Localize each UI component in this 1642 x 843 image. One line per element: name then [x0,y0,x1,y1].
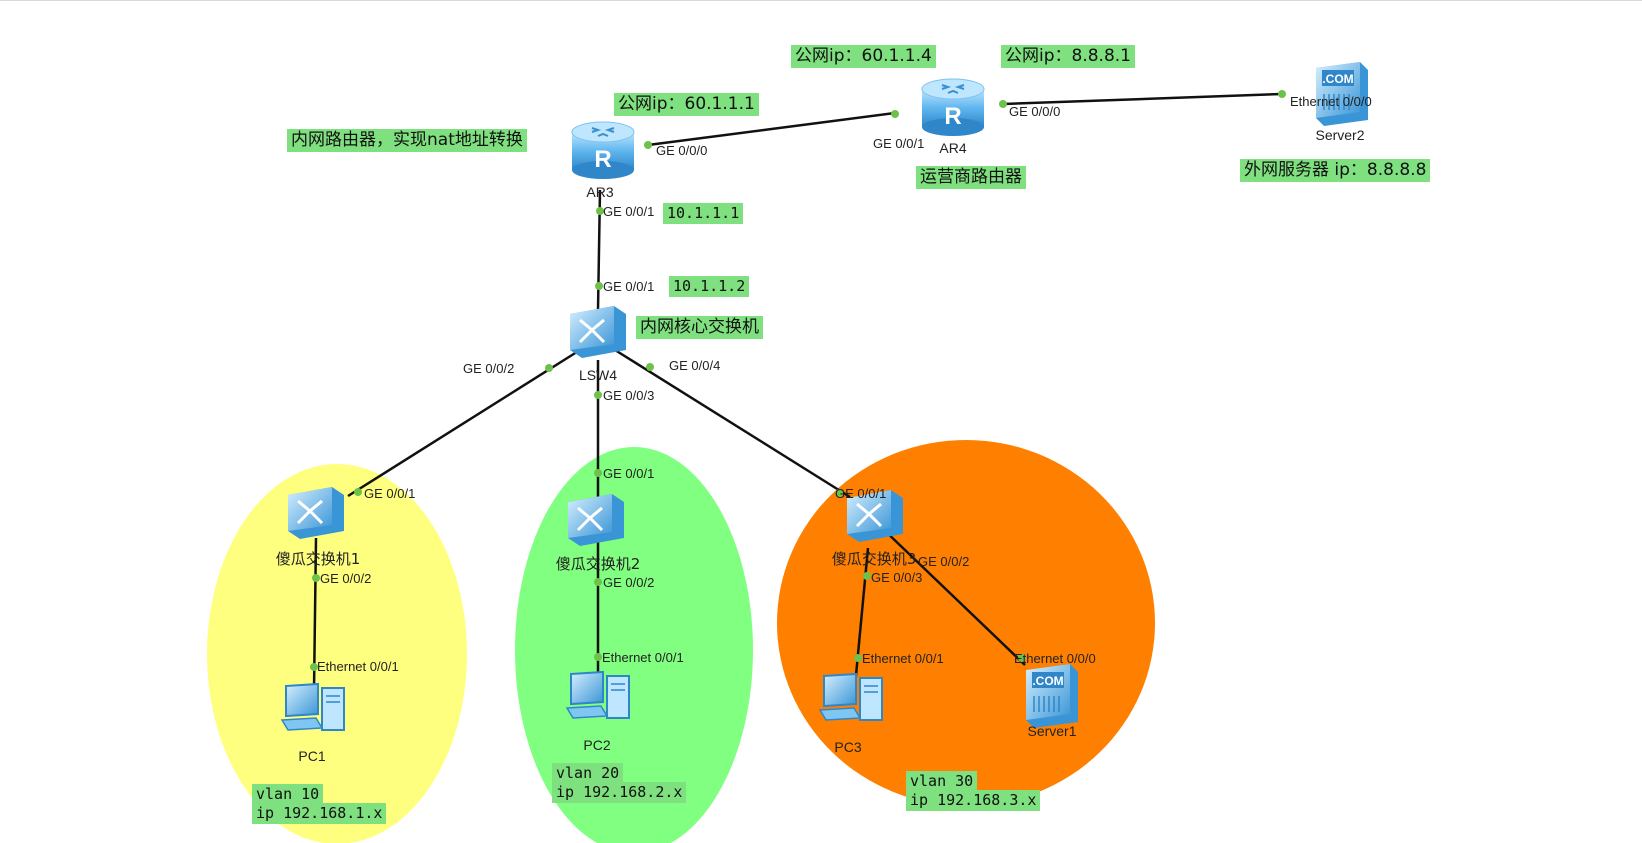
ar3-ge001-ip-note: 10.1.1.1 [663,203,744,224]
server-icon[interactable]: .COM [1316,62,1368,126]
pc-icon[interactable] [280,682,345,731]
port-dot [835,489,843,497]
ar3-public-ip-note: 公网ip：60.1.1.1 [614,93,759,116]
device-label-ar3: AR3 [586,184,614,200]
lsw4-description-note: 内网核心交换机 [636,316,763,339]
server2-description-note: 外网服务器 ip：8.8.8.8 [1240,159,1431,182]
switch-icon[interactable] [570,306,626,358]
ar4-public-ip-note-a: 公网ip：60.1.1.4 [791,45,936,68]
port-label-pc2-eth: Ethernet 0/0/1 [602,650,684,665]
port-label-lsw4-ge004: GE 0/0/4 [669,358,721,373]
link-ar3-ar4 [647,111,896,147]
port-label-lsw4-ge002: GE 0/0/2 [463,361,515,376]
switch-icon[interactable] [568,494,624,546]
port-dot [594,469,602,477]
link-lsw4-sw1 [347,348,581,498]
port-dot [1018,654,1026,662]
device-label-server1: Server1 [1027,723,1077,739]
pc-icon[interactable] [818,672,883,721]
port-dot [595,282,603,290]
link-lsw4-sw3 [614,348,851,499]
port-dot [863,572,871,580]
port-label-server1-eth: Ethernet 0/0/0 [1014,651,1096,666]
ar4-public-ip-note-b: 公网ip：8.8.8.1 [1001,45,1135,68]
port-dot [854,654,862,662]
port-label-ar4-ge000: GE 0/0/0 [1009,104,1061,119]
port-dot [1278,90,1286,98]
port-dot [312,574,320,582]
port-dot [999,100,1007,108]
vlan20-zone [515,447,753,843]
port-dot [594,391,602,399]
port-label-ar3-ge000: GE 0/0/0 [656,143,708,158]
vlan30-ip-note: ip 192.168.3.x [906,790,1041,811]
device-label-pc2: PC2 [583,737,611,753]
port-dot [594,653,602,661]
port-dot [594,578,602,586]
router-icon[interactable]: R [571,121,635,179]
svg-text:.COM: .COM [1032,674,1063,688]
port-label-ar3-ge001: GE 0/0/1 [603,204,655,219]
ar4-description-note: 运营商路由器 [916,166,1026,189]
switch-icon[interactable] [288,487,344,539]
device-label-lsw4: LSW4 [578,367,618,383]
port-label-sw3-ge002: GE 0/0/2 [918,554,970,569]
port-label-server2-eth: Ethernet 0/0/0 [1290,94,1372,109]
port-label-lsw4-ge003: GE 0/0/3 [603,388,655,403]
device-label-sw1: 傻瓜交换机1 [275,550,361,568]
svg-text:R: R [944,103,961,130]
port-dot [891,110,899,118]
port-dot [545,364,553,372]
port-label-pc3-eth: Ethernet 0/0/1 [862,651,944,666]
port-label-sw2-ge001: GE 0/0/1 [603,466,655,481]
port-dot [644,141,652,149]
port-label-sw3-ge003: GE 0/0/3 [871,570,923,585]
port-dot [596,207,604,215]
port-dot [354,488,362,496]
port-label-sw1-ge002: GE 0/0/2 [320,571,372,586]
port-label-ar4-ge001: GE 0/0/1 [873,136,925,151]
ar3-description-note: 内网路由器，实现nat地址转换 [287,129,527,152]
svg-text:.COM: .COM [1322,72,1353,86]
vlan10-name-note: vlan 10 [252,784,324,805]
port-dot [646,363,654,371]
top-divider [0,0,1642,1]
pc-icon[interactable] [565,670,630,719]
server-icon[interactable]: .COM [1026,664,1078,728]
device-label-sw3: 傻瓜交换机3 [831,550,917,568]
vlan10-zone [207,464,467,843]
port-label-sw3-ge001: GE 0/0/1 [835,486,887,501]
router-icon[interactable]: R [921,78,985,136]
link-sw3-pc3 [853,547,870,687]
device-label-sw2: 傻瓜交换机2 [555,555,641,573]
switch-icon[interactable] [847,490,903,542]
vlan30-name-note: vlan 30 [906,771,978,792]
vlan10-ip-note: ip 192.168.1.x [252,803,387,824]
port-dot [310,663,318,671]
device-label-server2: Server2 [1315,127,1365,143]
port-label-lsw4-ge001: GE 0/0/1 [603,279,655,294]
vlan20-name-note: vlan 20 [552,763,624,784]
port-label-pc1-eth: Ethernet 0/0/1 [317,659,399,674]
link-ar4-server2 [1002,92,1283,106]
lsw4-ge001-ip-note: 10.1.1.2 [669,276,750,297]
svg-text:R: R [594,146,611,173]
port-label-sw1-ge001: GE 0/0/1 [364,486,416,501]
port-label-sw2-ge002: GE 0/0/2 [603,575,655,590]
link-sw3-server1 [881,527,1026,666]
vlan20-ip-note: ip 192.168.2.x [552,782,687,803]
device-label-pc1: PC1 [298,748,326,764]
device-label-pc3: PC3 [834,739,862,755]
device-label-ar4: AR4 [939,140,967,156]
